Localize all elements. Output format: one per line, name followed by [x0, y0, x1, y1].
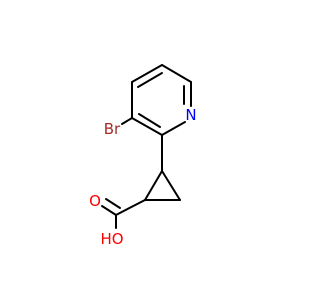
atom-label-carbonyl-oxygen: O: [89, 192, 101, 210]
bond-c-o-double-2: [105, 198, 121, 209]
bond-n-c2: [161, 121, 186, 136]
bond-c4-c5-double: [137, 72, 163, 88]
cyclopropane-ring: [144, 170, 181, 201]
bond-c5-c6: [161, 64, 192, 83]
bond-c-o-double-1: [101, 205, 117, 216]
atom-label-bromine: Br: [104, 120, 121, 138]
bond-cp-carboxyl: [115, 199, 146, 216]
bond-cp-c-a: [161, 170, 181, 201]
carboxylic-acid-group: [101, 198, 146, 229]
bond-c2-c3: [131, 117, 163, 136]
molecule-structure: Br N O HO: [89, 64, 197, 248]
pyridine-ring: [131, 64, 192, 136]
bond-cp-a-b: [144, 170, 163, 201]
bond-c3-br: [121, 117, 133, 125]
atom-label-nitrogen: N: [185, 106, 196, 124]
bond-c4-c5: [131, 64, 163, 83]
bond-c2-c3-double: [138, 113, 161, 128]
atom-label-hydroxyl: HO: [100, 230, 123, 248]
